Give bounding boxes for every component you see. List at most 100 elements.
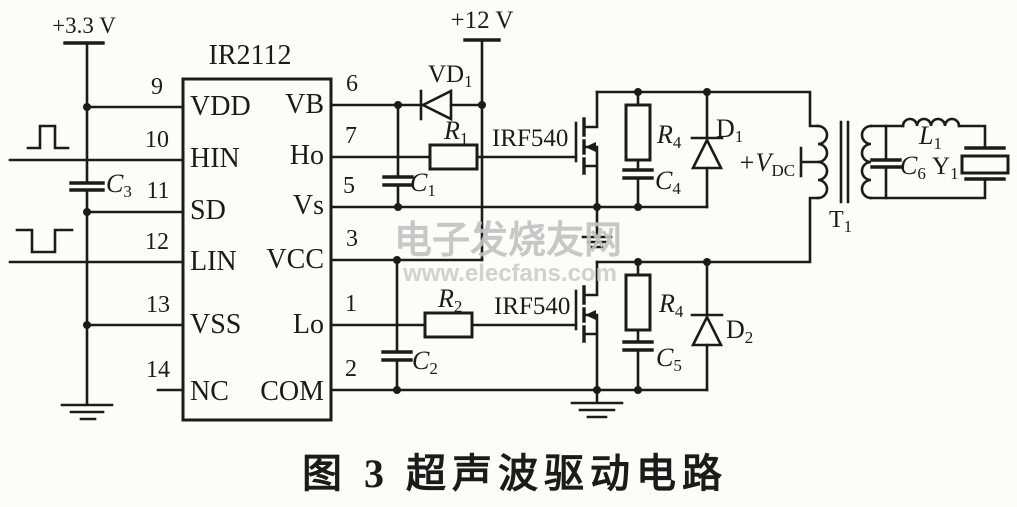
diode-vd1-label: VD1 bbox=[428, 61, 473, 91]
secondary-coil bbox=[860, 124, 873, 200]
inductor-l1-label: L1 bbox=[918, 121, 942, 153]
diode-d1 bbox=[690, 90, 724, 209]
ic-pin-label-lo: Lo bbox=[293, 309, 324, 340]
pin-number-7: 7 bbox=[345, 123, 357, 149]
snubber-bottom bbox=[622, 260, 654, 392]
center-tap bbox=[799, 146, 820, 178]
mosfet-bottom-label: IRF540 bbox=[494, 293, 570, 320]
capacitor-c4-label: C4 bbox=[655, 166, 681, 198]
capacitor-c3-label: C3 bbox=[106, 169, 132, 201]
ic-pin-label-lin: LIN bbox=[190, 246, 237, 277]
ic-pin-label-ho: Ho bbox=[290, 140, 324, 171]
capacitor-c5-plates bbox=[622, 340, 654, 352]
body-arrow-icon bbox=[585, 310, 596, 320]
lo-gate-line bbox=[329, 311, 578, 339]
diode-triangle bbox=[690, 137, 724, 170]
output-network bbox=[869, 117, 1010, 200]
transducer-y1 bbox=[960, 146, 1010, 181]
ic-pin-label-vcc: VCC bbox=[266, 244, 324, 275]
diode-triangle bbox=[690, 314, 724, 347]
diode-d2-label: D2 bbox=[726, 315, 753, 347]
pin-number-12: 12 bbox=[145, 229, 169, 255]
watermark-line2: www.elecfans.com bbox=[402, 260, 617, 287]
supply-12v-label: +12 V bbox=[451, 7, 514, 34]
core-bars bbox=[839, 120, 850, 204]
resistor-r4-top bbox=[624, 103, 652, 162]
drain-wire bbox=[582, 90, 599, 129]
ic-pin-label-vss: VSS bbox=[190, 309, 241, 340]
ground-icon bbox=[581, 235, 613, 249]
com-line bbox=[329, 386, 709, 419]
capacitor-c2 bbox=[381, 258, 413, 392]
ic-pin-label-hin: HIN bbox=[190, 143, 240, 174]
primary-coil bbox=[816, 124, 829, 200]
ic-pin-label-com: COM bbox=[260, 376, 324, 407]
pin-number-2: 2 bbox=[345, 356, 357, 382]
body-arrow-icon bbox=[585, 142, 596, 152]
pin-number-9: 9 bbox=[151, 74, 163, 100]
capacitor-c6-plates bbox=[870, 158, 902, 169]
wire bbox=[957, 124, 987, 150]
junction-dot bbox=[394, 203, 402, 211]
ic-pin-label-vdd: VDD bbox=[190, 91, 251, 122]
mosfet-top-label: IRF540 bbox=[492, 125, 568, 152]
ic-pin-wires bbox=[8, 105, 185, 392]
capacitor-plates bbox=[381, 350, 413, 362]
capacitor-c4-plates bbox=[622, 168, 654, 180]
hin-pulse-waveform-icon bbox=[26, 124, 70, 150]
capacitor-plates bbox=[382, 175, 414, 187]
ic-pin-label-nc: NC bbox=[190, 376, 229, 407]
ic-pin-label-sd: SD bbox=[190, 195, 226, 226]
resistor-r4-bottom-label: R4 bbox=[658, 289, 684, 321]
pin-number-13: 13 bbox=[146, 292, 170, 318]
pin-number-14: 14 bbox=[146, 357, 170, 383]
diode-d1-label: D1 bbox=[716, 114, 743, 146]
mosfet-irf540-top bbox=[574, 90, 599, 209]
ic-pin-label-vs: Vs bbox=[293, 190, 324, 221]
inductor-l1 bbox=[901, 117, 961, 128]
junction-dot bbox=[478, 101, 486, 109]
snubber-top bbox=[622, 90, 654, 209]
capacitor-c3-plates bbox=[69, 181, 105, 192]
pin-number-5: 5 bbox=[343, 173, 355, 199]
wire bbox=[869, 177, 987, 200]
resistor-r1-label: R1 bbox=[443, 116, 468, 148]
drain-wire bbox=[582, 260, 599, 297]
supply-12v-rail bbox=[463, 38, 501, 262]
capacitor-c6-label: C6 bbox=[900, 151, 926, 183]
capacitor-c2-label: C2 bbox=[412, 346, 438, 378]
watermark-line1: 电子发烧友网 bbox=[394, 220, 622, 262]
ic-ir2112: IR2112 VDD HIN SD LIN VSS NC VB Ho Vs VC… bbox=[145, 40, 358, 422]
diode-d2 bbox=[690, 260, 724, 392]
resistor-r4-bottom bbox=[624, 273, 652, 332]
vs-line bbox=[329, 203, 709, 211]
capacitor-c5-label: C5 bbox=[656, 343, 682, 375]
pin-number-10: 10 bbox=[145, 127, 169, 153]
pin-number-6: 6 bbox=[346, 71, 358, 97]
capacitor-c1-label: C1 bbox=[410, 168, 436, 200]
pin-number-3: 3 bbox=[346, 226, 358, 252]
figure-caption: 图 3 超声波驱动电路 bbox=[302, 451, 728, 496]
supply-3v3-label: +3.3 V bbox=[52, 13, 116, 38]
transducer-body bbox=[960, 154, 1010, 175]
source-wire bbox=[582, 313, 599, 392]
ic-pin-label-vb: VB bbox=[285, 89, 324, 120]
transformer-t1-label: T1 bbox=[829, 207, 852, 236]
transformer-t1 bbox=[799, 120, 873, 204]
resistor-r2-label: R2 bbox=[437, 284, 462, 316]
resistor-r4-top-label: R4 bbox=[656, 120, 682, 152]
diode-vd1 bbox=[420, 88, 453, 122]
labels: +3.3 V +12 V VD1 R1 C1 C3 IRF540 R2 C2 I… bbox=[52, 7, 958, 378]
resistor-r1 bbox=[428, 143, 479, 171]
watermark: 电子发烧友网 www.elecfans.com bbox=[394, 220, 622, 287]
ic-outline bbox=[181, 77, 333, 422]
vdc-label: +VDC bbox=[738, 148, 795, 180]
resistor-r2 bbox=[423, 311, 474, 339]
vb-line bbox=[329, 88, 486, 122]
pin-number-11: 11 bbox=[146, 178, 169, 204]
ic-title: IR2112 bbox=[209, 40, 292, 71]
junction-dot bbox=[393, 386, 401, 394]
ground-top-mosfet bbox=[581, 205, 613, 249]
